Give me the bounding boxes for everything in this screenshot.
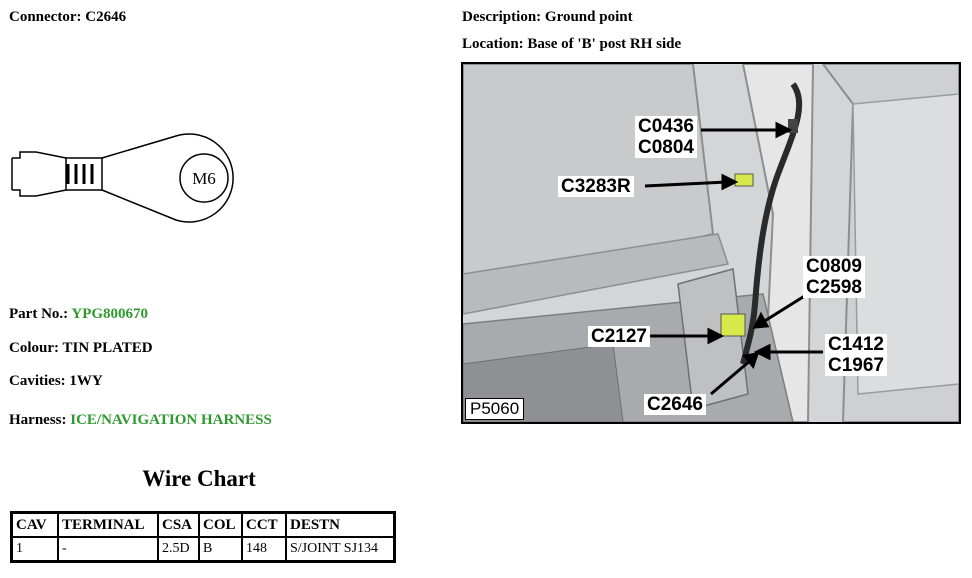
connector-value: C2646 [85,9,127,25]
cell-cct: 148 [241,536,287,563]
cell-csa: 2.5D [157,536,200,563]
location-value: Base of 'B' post RH side [527,36,682,52]
table-header-row: CAV TERMINAL CSA COL CCT DESTN [10,511,396,538]
ring-terminal-drawing: M6 [11,133,256,223]
callout-c0436-c0804: C0436 C0804 [635,116,697,158]
callout-c1412-c1967: C1412 C1967 [825,334,887,376]
callout-c0436: C0436 [638,116,694,137]
table-row: 1 - 2.5D B 148 S/JOINT SJ134 [10,536,396,563]
harness-link[interactable]: ICE/NAVIGATION HARNESS [70,412,272,428]
part-no-line: Part No.: YPG800670 [9,306,148,323]
header-terminal: TERMINAL [57,511,159,538]
header-cav: CAV [10,511,59,538]
photo-plate-id: P5060 [465,398,525,420]
description-value: Ground point [544,9,633,25]
cell-cav: 1 [10,536,59,563]
colour-value: TIN PLATED [62,340,153,356]
header-cct: CCT [241,511,287,538]
part-no-label: Part No.: [9,306,69,322]
cell-destn: S/JOINT SJ134 [285,536,396,563]
connector-line: Connector: C2646 [9,9,126,26]
callout-c0809-c2598: C0809 C2598 [803,256,865,298]
callout-c0804: C0804 [638,137,694,158]
header-col: COL [198,511,243,538]
description-label: Description: [462,9,542,25]
callout-c2127: C2127 [588,326,650,347]
cavities-line: Cavities: 1WY [9,373,103,390]
wire-chart-table: CAV TERMINAL CSA COL CCT DESTN 1 - 2.5D … [10,511,396,563]
harness-label: Harness: [9,412,67,428]
cavities-value: 1WY [69,373,103,389]
colour-label: Colour: [9,340,59,356]
callout-c1967: C1967 [828,355,884,376]
cell-col: B [198,536,243,563]
callout-c0809: C0809 [806,256,862,277]
connector-label: Connector: [9,9,82,25]
colour-line: Colour: TIN PLATED [9,340,153,357]
wire-chart-title: Wire Chart [142,466,256,491]
description-line: Description: Ground point [462,9,633,26]
location-label: Location: [462,36,524,52]
stud-size-label: M6 [192,169,216,188]
header-destn: DESTN [285,511,396,538]
location-photo: C0436 C0804 C3283R C0809 C2598 C2127 C14… [461,62,961,424]
location-line: Location: Base of 'B' post RH side [462,36,681,53]
cavities-label: Cavities: [9,373,66,389]
cell-terminal: - [57,536,159,563]
callout-c2646: C2646 [644,394,706,415]
part-no-link[interactable]: YPG800670 [71,306,149,322]
callout-c2598: C2598 [806,277,862,298]
harness-line: Harness: ICE/NAVIGATION HARNESS [9,412,272,429]
header-csa: CSA [157,511,200,538]
callout-c3283r: C3283R [558,176,634,197]
callout-c1412: C1412 [828,334,884,355]
